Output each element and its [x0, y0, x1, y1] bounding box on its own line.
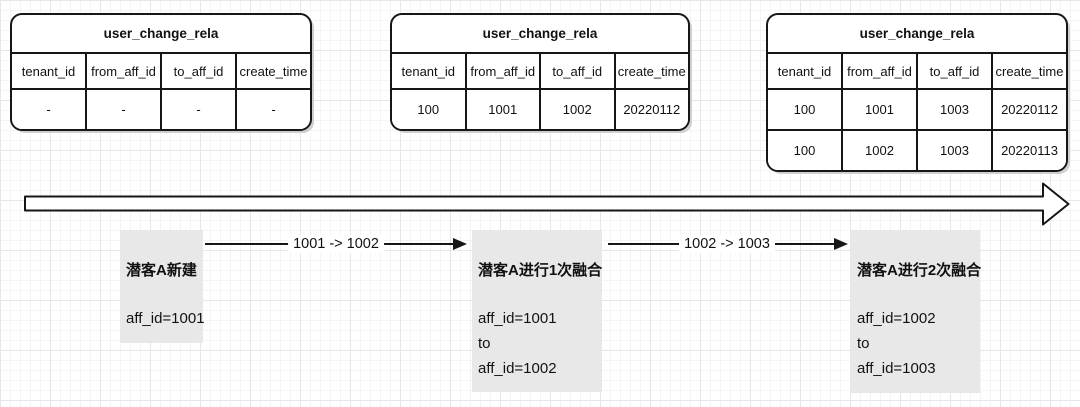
column-header: tenant_id — [392, 54, 467, 88]
table-row: 100 1001 1002 20220112 — [392, 88, 688, 129]
column-header: create_time — [615, 54, 688, 88]
transition-label: 1002 -> 1003 — [679, 235, 775, 253]
table-cell: 20220113 — [993, 131, 1066, 170]
table-cell: 20220112 — [993, 90, 1066, 129]
table-title: user_change_rela — [392, 15, 688, 54]
stage-line: aff_id=1002 — [478, 360, 557, 377]
stage-line: aff_id=1003 — [857, 360, 936, 377]
table-cell: - — [12, 90, 87, 129]
table-row: 100 1002 1003 20220113 — [768, 129, 1066, 170]
table-row: - - - - — [12, 88, 310, 129]
table-header-row: tenant_id from_aff_id to_aff_id create_t… — [768, 54, 1066, 88]
table-header-row: tenant_id from_aff_id to_aff_id create_t… — [12, 54, 310, 88]
stage-box-second-merge: 潜客A进行2次融合 aff_id=1002 to aff_id=1003 — [851, 230, 982, 393]
table-cell: - — [237, 90, 310, 129]
column-header: create_time — [237, 54, 310, 88]
stage-title: 潜客A进行2次融合 — [857, 262, 982, 279]
column-header: to_aff_id — [162, 54, 237, 88]
column-header: from_aff_id — [466, 54, 541, 88]
table-cell: 1001 — [466, 90, 541, 129]
table-cell: - — [87, 90, 162, 129]
table-cell: 1002 — [843, 131, 918, 170]
db-table-first-merge: user_change_rela tenant_id from_aff_id t… — [390, 13, 690, 131]
timeline-arrow — [24, 182, 1070, 226]
column-header: create_time — [993, 54, 1066, 88]
db-table-second-merge: user_change_rela tenant_id from_aff_id t… — [766, 13, 1068, 172]
stage-box-created: 潜客A新建 aff_id=1001 — [120, 230, 205, 343]
stage-line: to — [478, 335, 491, 352]
table-header-row: tenant_id from_aff_id to_aff_id create_t… — [392, 54, 688, 88]
stage-box-first-merge: 潜客A进行1次融合 aff_id=1001 to aff_id=1002 — [472, 230, 602, 392]
stage-body: aff_id=1001 — [126, 306, 205, 331]
db-table-initial: user_change_rela tenant_id from_aff_id t… — [10, 13, 312, 131]
table-title: user_change_rela — [768, 15, 1066, 54]
column-header: from_aff_id — [87, 54, 162, 88]
stage-body: aff_id=1002 to aff_id=1003 — [857, 306, 975, 381]
table-cell: 100 — [768, 90, 843, 129]
table-title: user_change_rela — [12, 15, 310, 54]
table-cell: 1001 — [843, 90, 918, 129]
table-cell: 1003 — [918, 131, 993, 170]
table-row: 100 1001 1003 20220112 — [768, 88, 1066, 129]
table-cell: 1003 — [918, 90, 993, 129]
column-header: from_aff_id — [843, 54, 918, 88]
stage-title: 潜客A新建 — [126, 262, 197, 279]
transition-label: 1001 -> 1002 — [288, 235, 384, 253]
stage-line: aff_id=1002 — [857, 310, 936, 327]
column-header: tenant_id — [768, 54, 843, 88]
table-cell: 100 — [392, 90, 467, 129]
table-cell: - — [162, 90, 237, 129]
column-header: to_aff_id — [541, 54, 616, 88]
stage-line: aff_id=1001 — [126, 310, 205, 327]
table-cell: 1002 — [541, 90, 616, 129]
stage-line: aff_id=1001 — [478, 310, 557, 327]
stage-line: to — [857, 335, 870, 352]
table-cell: 100 — [768, 131, 843, 170]
stage-body: aff_id=1001 to aff_id=1002 — [478, 306, 597, 381]
table-cell: 20220112 — [615, 90, 688, 129]
column-header: tenant_id — [12, 54, 87, 88]
arrowhead-icon — [834, 238, 848, 250]
column-header: to_aff_id — [918, 54, 993, 88]
stage-title: 潜客A进行1次融合 — [478, 262, 603, 279]
arrowhead-icon — [453, 238, 467, 250]
